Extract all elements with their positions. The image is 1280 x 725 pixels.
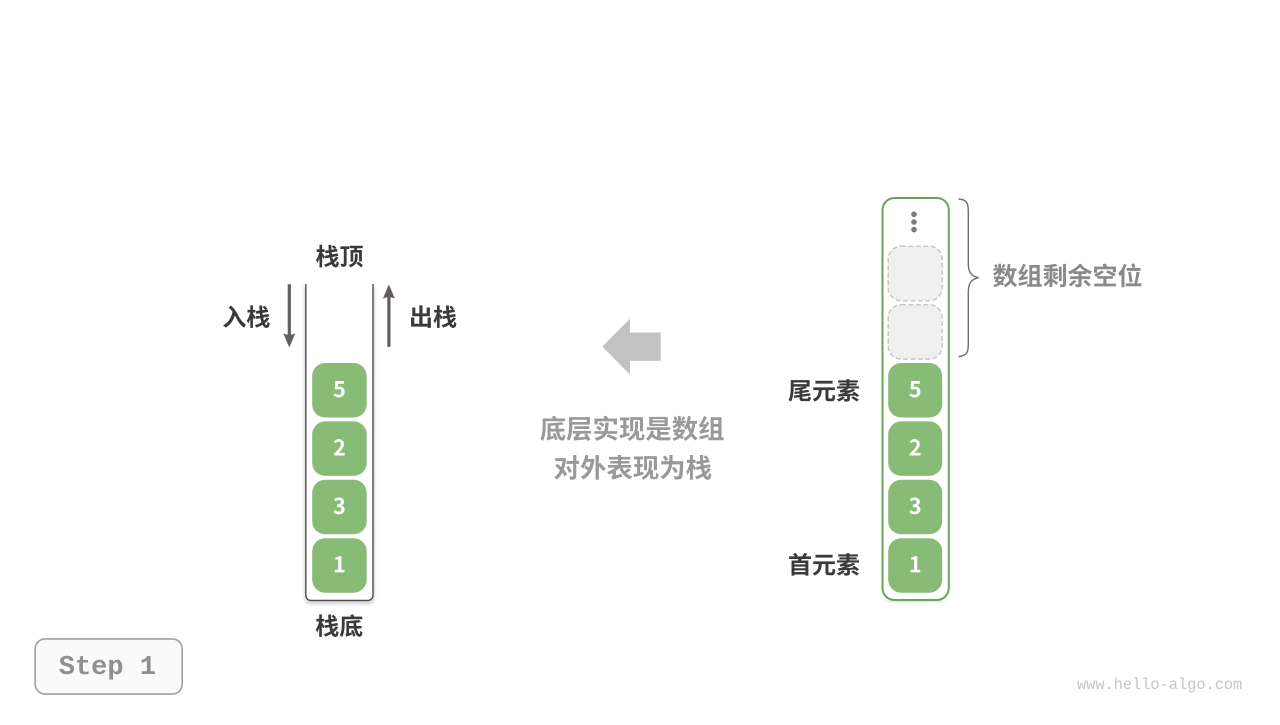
svg-text:Step 1: Step 1	[59, 653, 156, 683]
svg-text:www.hello-algo.com: www.hello-algo.com	[1077, 676, 1242, 694]
